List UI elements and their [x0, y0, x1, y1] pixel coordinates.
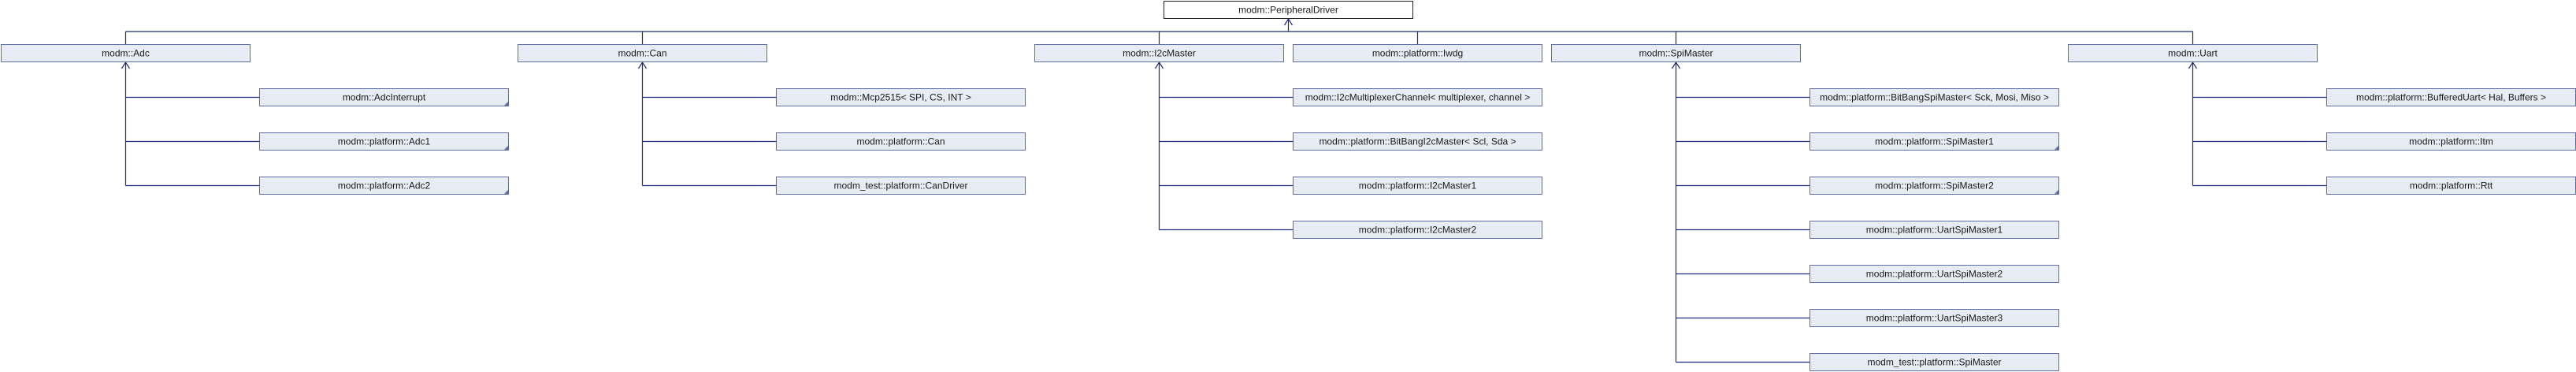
node-label: modm::platform::I2cMaster1	[1359, 180, 1477, 192]
class-node-modm-i2cmaster[interactable]: modm::I2cMaster	[1034, 44, 1284, 62]
node-label: modm::platform::Can	[856, 136, 945, 147]
node-label: modm::platform::SpiMaster2	[1875, 180, 1994, 192]
class-node-modm-mcp2515-spi-cs-int[interactable]: modm::Mcp2515< SPI, CS, INT >	[776, 88, 1026, 106]
node-box	[1293, 177, 1542, 195]
node-box	[259, 88, 509, 106]
node-box	[776, 177, 1026, 195]
node-label: modm::platform::Adc1	[338, 136, 431, 147]
node-label: modm::platform::Itm	[2409, 136, 2493, 147]
node-label: modm::platform::I2cMaster2	[1359, 225, 1477, 236]
edges-layer	[121, 17, 2327, 363]
class-node-modm-peripheraldriver[interactable]: modm::PeripheralDriver	[1164, 1, 1413, 19]
class-node-modm-platform-buffereduart-hal-buffers[interactable]: modm::platform::BufferedUart< Hal, Buffe…	[2326, 88, 2576, 106]
node-box	[776, 132, 1026, 151]
node-box	[1810, 132, 2059, 151]
class-node-modm-uart[interactable]: modm::Uart	[2068, 44, 2318, 62]
class-node-modm-platform-iwdg[interactable]: modm::platform::Iwdg	[1293, 44, 1542, 62]
class-node-modm-adcinterrupt[interactable]: modm::AdcInterrupt	[259, 88, 509, 106]
node-label: modm::platform::UartSpiMaster1	[1866, 225, 2003, 236]
class-node-modm-platform-itm[interactable]: modm::platform::Itm	[2326, 132, 2576, 151]
class-node-modm-platform-uartspimaster3[interactable]: modm::platform::UartSpiMaster3	[1810, 309, 2059, 327]
class-node-modm-platform-can[interactable]: modm::platform::Can	[776, 132, 1026, 151]
node-label: modm::Adc	[102, 48, 150, 59]
folded-corner-icon	[503, 189, 509, 195]
node-box	[1293, 44, 1542, 62]
node-box	[1810, 221, 2059, 239]
node-label: modm::Can	[618, 48, 666, 59]
node-box	[259, 132, 509, 151]
class-node-modm-test-platform-spimaster[interactable]: modm_test::platform::SpiMaster	[1810, 353, 2059, 371]
class-node-modm-platform-adc1[interactable]: modm::platform::Adc1	[259, 132, 509, 151]
class-node-modm-platform-adc2[interactable]: modm::platform::Adc2	[259, 177, 509, 195]
node-label: modm::PeripheralDriver	[1238, 5, 1338, 16]
node-box	[1810, 309, 2059, 327]
folded-corner-icon	[503, 145, 509, 151]
node-label: modm::SpiMaster	[1639, 48, 1713, 59]
class-node-modm-test-platform-candriver[interactable]: modm_test::platform::CanDriver	[776, 177, 1026, 195]
node-box	[1, 44, 251, 62]
node-box	[1810, 177, 2059, 195]
class-node-modm-platform-uartspimaster2[interactable]: modm::platform::UartSpiMaster2	[1810, 265, 2059, 283]
node-box	[259, 177, 509, 195]
class-node-modm-platform-spimaster2[interactable]: modm::platform::SpiMaster2	[1810, 177, 2059, 195]
class-node-modm-platform-spimaster1[interactable]: modm::platform::SpiMaster1	[1810, 132, 2059, 151]
node-label: modm::platform::BitBangI2cMaster< Scl, S…	[1319, 136, 1516, 147]
node-label: modm_test::platform::SpiMaster	[1867, 357, 2001, 368]
node-box	[1293, 132, 1542, 151]
node-box	[1551, 44, 1801, 62]
node-label: modm::platform::UartSpiMaster3	[1866, 313, 2003, 324]
node-label: modm::platform::Rtt	[2410, 180, 2493, 192]
node-label: modm::platform::SpiMaster1	[1875, 136, 1994, 147]
node-box	[1034, 44, 1284, 62]
node-label: modm::Uart	[2168, 48, 2218, 59]
node-label: modm::I2cMultiplexerChannel< multiplexer…	[1305, 92, 1530, 103]
node-box	[2068, 44, 2318, 62]
node-label: modm::platform::BufferedUart< Hal, Buffe…	[2356, 92, 2546, 103]
node-label: modm::I2cMaster	[1123, 48, 1196, 59]
node-label: modm::platform::BitBangSpiMaster< Sck, M…	[1820, 92, 2049, 103]
node-box	[1810, 88, 2059, 106]
node-label: modm::platform::Iwdg	[1372, 48, 1463, 59]
folded-corner-icon	[2054, 145, 2059, 151]
class-node-modm-platform-i2cmaster2[interactable]: modm::platform::I2cMaster2	[1293, 221, 1542, 239]
class-node-modm-adc[interactable]: modm::Adc	[1, 44, 251, 62]
folded-corner-icon	[503, 101, 509, 106]
node-box	[518, 44, 767, 62]
node-label: modm::platform::UartSpiMaster2	[1866, 269, 2003, 280]
class-node-modm-can[interactable]: modm::Can	[518, 44, 767, 62]
node-box	[1164, 1, 1413, 19]
class-node-modm-platform-bitbangi2cmaster-scl-sda[interactable]: modm::platform::BitBangI2cMaster< Scl, S…	[1293, 132, 1542, 151]
folded-corner-icon	[2054, 189, 2059, 195]
node-box	[1293, 221, 1542, 239]
node-label: modm::AdcInterrupt	[343, 92, 426, 103]
node-label: modm::Mcp2515< SPI, CS, INT >	[830, 92, 971, 103]
node-box	[1810, 265, 2059, 283]
node-box	[1293, 88, 1542, 106]
class-node-modm-platform-bitbangspimaster-sck-mosi-miso[interactable]: modm::platform::BitBangSpiMaster< Sck, M…	[1810, 88, 2059, 106]
class-node-modm-spimaster[interactable]: modm::SpiMaster	[1551, 44, 1801, 62]
node-label: modm::platform::Adc2	[338, 180, 431, 192]
node-box	[1810, 353, 2059, 371]
class-node-modm-platform-rtt[interactable]: modm::platform::Rtt	[2326, 177, 2576, 195]
class-node-modm-platform-i2cmaster1[interactable]: modm::platform::I2cMaster1	[1293, 177, 1542, 195]
class-node-modm-platform-uartspimaster1[interactable]: modm::platform::UartSpiMaster1	[1810, 221, 2059, 239]
node-label: modm_test::platform::CanDriver	[833, 180, 967, 192]
class-node-modm-i2cmultiplexerchannel-multiplexer-channel[interactable]: modm::I2cMultiplexerChannel< multiplexer…	[1293, 88, 1542, 106]
node-box	[776, 88, 1026, 106]
